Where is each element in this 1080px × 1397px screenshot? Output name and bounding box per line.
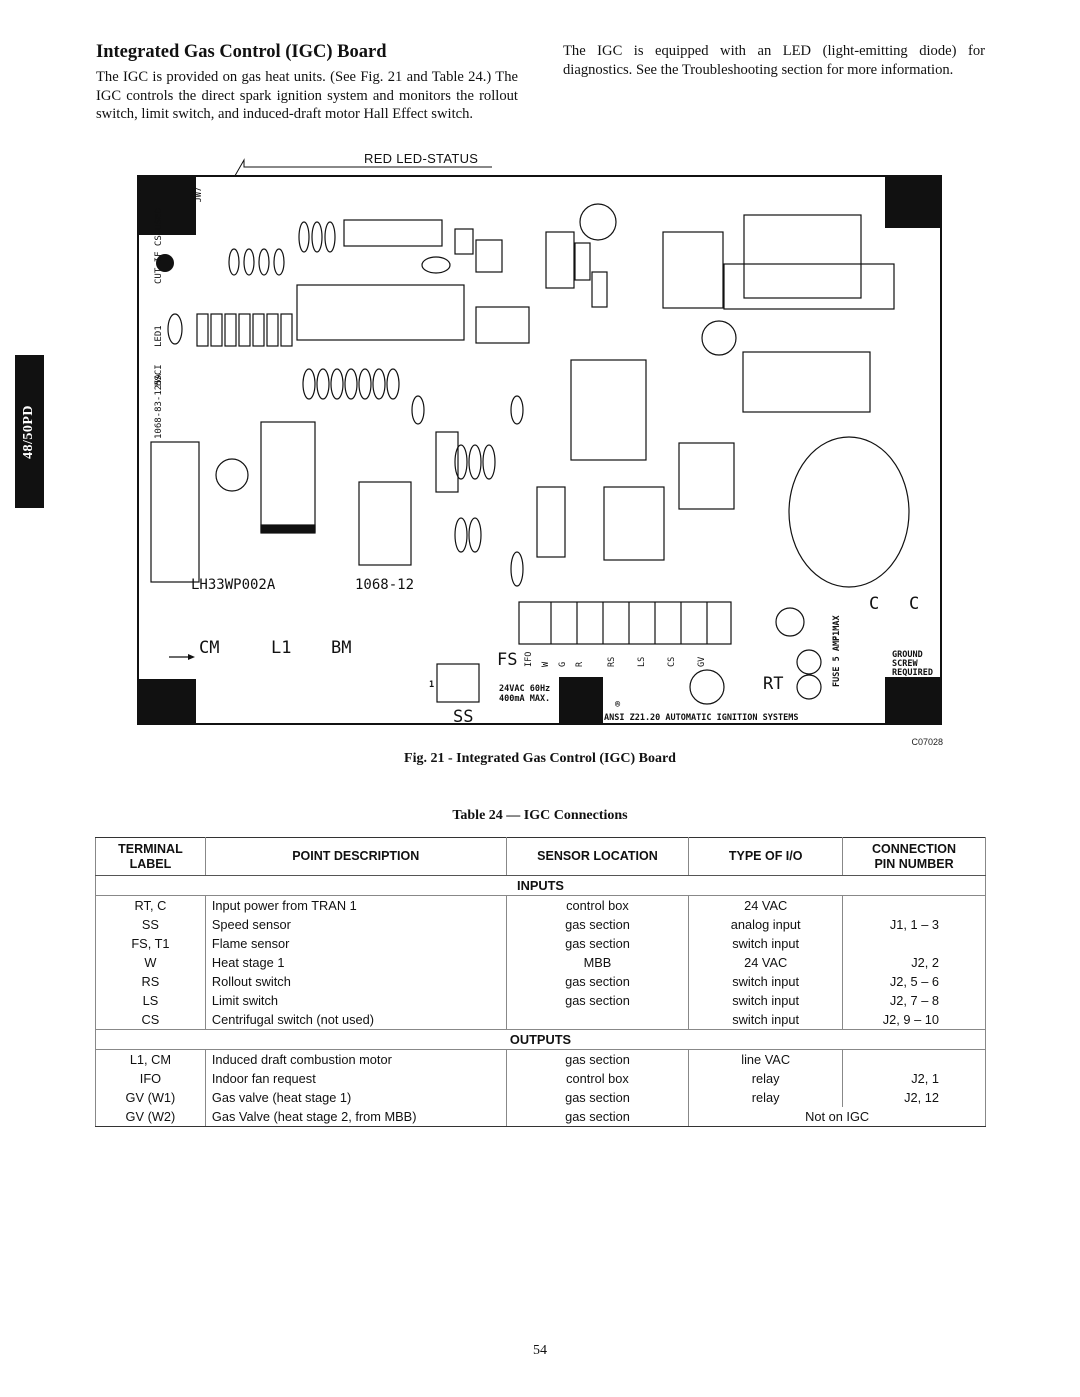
outputs-section-row: OUTPUTS [95, 1029, 986, 1050]
svg-text:24VAC 60Hz: 24VAC 60Hz [499, 684, 550, 694]
svg-text:CM: CM [199, 638, 219, 658]
header-point-description: POINT DESCRIPTION [204, 837, 507, 876]
table-row: GV (W2)Gas Valve (heat stage 2, from MBB… [95, 1107, 986, 1127]
intro-paragraph: The IGC is provided on gas heat units. (… [96, 69, 518, 123]
svg-text:®: ® [615, 700, 621, 710]
cut-if-cs-used-label: CUT IF CS USED [154, 208, 164, 284]
side-tab: 48/50PD [15, 355, 44, 508]
svg-text:GROUND: GROUND [892, 650, 923, 660]
svg-text:C: C [869, 594, 879, 614]
svg-text:RS: RS [607, 657, 617, 667]
figure-caption: Fig. 21 - Integrated Gas Control (IGC) B… [404, 751, 676, 766]
svg-text:JW7: JW7 [194, 187, 204, 202]
svg-text:SCREW: SCREW [892, 659, 918, 669]
svg-text:HSCI: HSCI [154, 364, 164, 386]
svg-text:L1: L1 [271, 638, 291, 658]
svg-text:RT: RT [763, 674, 783, 694]
side-tab-label: 48/50PD [21, 404, 37, 459]
svg-text:REQUIRED: REQUIRED [892, 668, 933, 678]
svg-text:LS: LS [637, 657, 647, 667]
igc-board-diagram: JW7 CUT IF CS USED LED1 HSCI 1068-83-125… [137, 175, 942, 725]
led-paragraph: The IGC is equipped with an LED (light-e… [563, 43, 985, 78]
svg-text:1068-12: 1068-12 [355, 577, 414, 593]
header-type-of-io: TYPE OF I/O [688, 837, 844, 876]
svg-text:1: 1 [429, 680, 434, 690]
svg-text:R: R [575, 661, 585, 667]
svg-text:SS: SS [453, 707, 473, 725]
svg-text:W: W [541, 661, 551, 667]
led-status-icon [156, 254, 174, 272]
svg-text:IFO: IFO [524, 652, 534, 667]
svg-text:400mA MAX.: 400mA MAX. [499, 694, 550, 704]
svg-text:FUSE 5 AMP MAX: FUSE 5 AMP MAX [832, 615, 842, 687]
table-title: Table 24 — IGC Connections [452, 808, 628, 823]
svg-text:C: C [909, 594, 919, 614]
svg-text:FS: FS [497, 650, 517, 670]
svg-text:CS: CS [667, 657, 677, 667]
svg-text:ANSI Z21.20 AUTOMATIC IGNIT: ANSI Z21.20 AUTOMATIC IGNITION SYSTEMS [604, 713, 798, 723]
svg-text:1068-83-125A: 1068-83-125A [154, 373, 164, 439]
svg-text:LH33WP002A: LH33WP002A [191, 577, 276, 593]
svg-text:BM: BM [331, 638, 351, 658]
callout-red-led-status: RED LED-STATUS [364, 151, 479, 166]
inputs-section-row: INPUTS [95, 875, 986, 896]
page-number: 54 [533, 1343, 547, 1358]
svg-text:G: G [558, 662, 568, 667]
table-row: GV (W1)Gas valve (heat stage 1) gas sect… [95, 1088, 986, 1107]
section-heading: Integrated Gas Control (IGC) Board [96, 42, 387, 62]
svg-text:F1: F1 [832, 631, 842, 641]
igc-board-svg: JW7 CUT IF CS USED LED1 HSCI 1068-83-125… [139, 177, 940, 725]
header-sensor-location: SENSOR LOCATION [505, 837, 690, 876]
svg-text:GV: GV [697, 657, 707, 667]
figure-code: C07028 [911, 737, 943, 747]
svg-text:LED1: LED1 [154, 325, 164, 347]
